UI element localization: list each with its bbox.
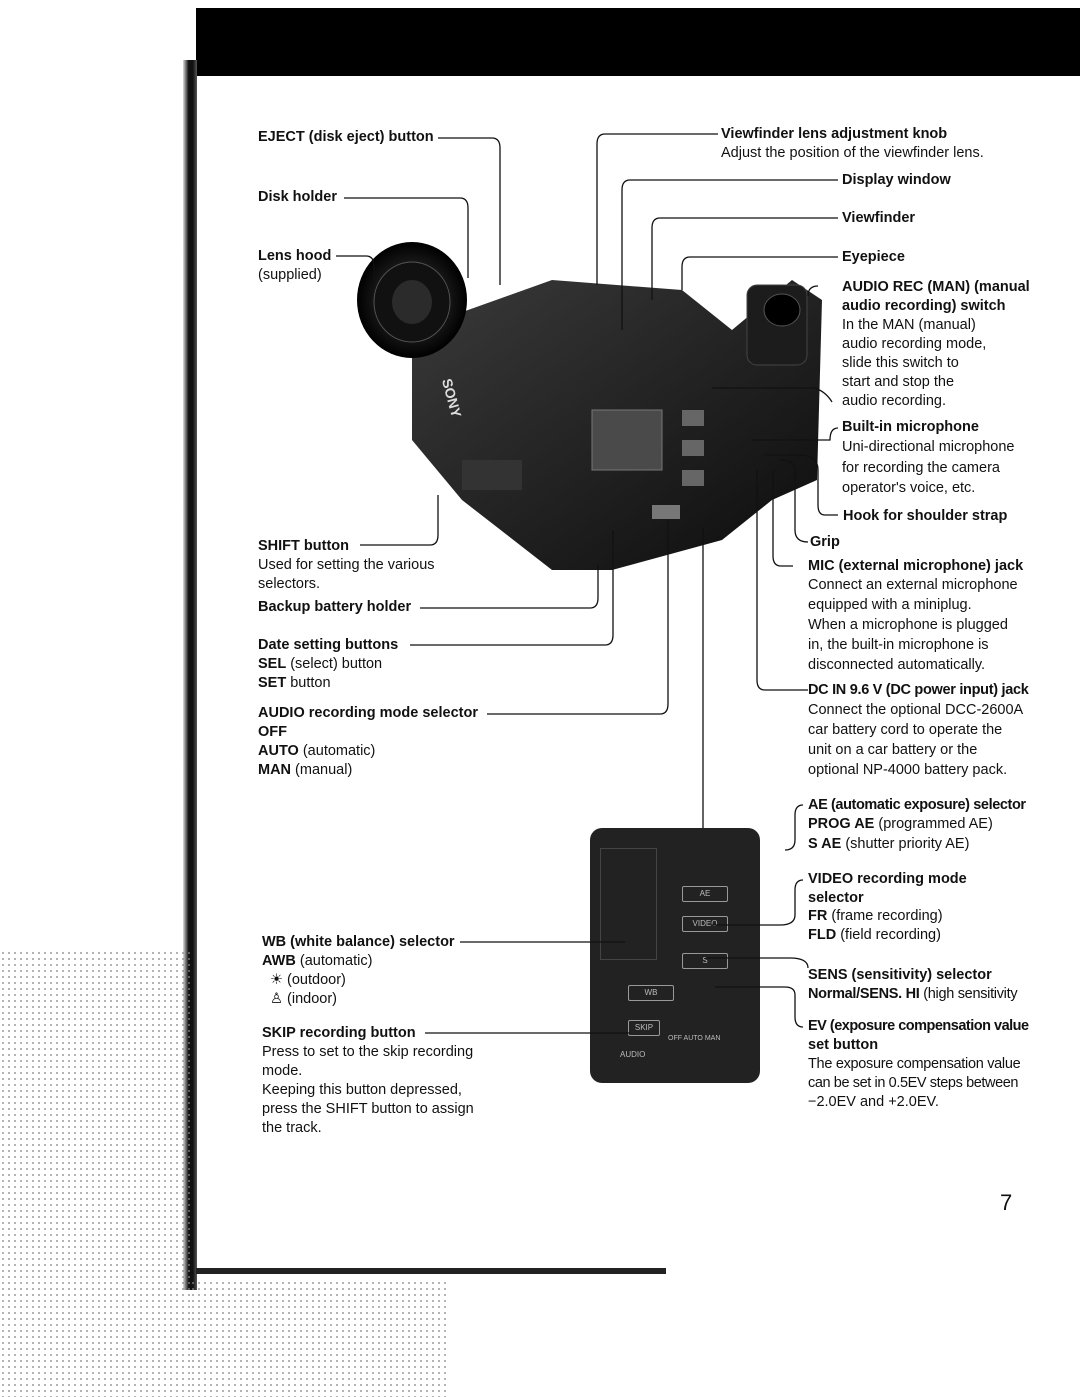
wb-item-outdoor: ☀ (outdoor) (270, 972, 346, 988)
ev-button-label-1: EV (exposure compensation value (808, 1018, 1029, 1034)
panel-video-button: VIDEO (682, 916, 728, 932)
date-item-sel: SEL (select) button (258, 656, 383, 672)
audio-item-man: MAN (manual) (258, 762, 353, 778)
control-panel-photo: AE VIDEO S WB SKIP OFF AUTO MAN AUDIO (590, 828, 760, 1083)
audio-item-off: OFF (258, 724, 287, 740)
builtin-mic-label: Built-in microphone (842, 419, 979, 435)
audio-rec-label-2: audio recording) switch (842, 298, 1006, 314)
ev-desc-1: The exposure compensation value (808, 1056, 1021, 1072)
shift-desc-2: selectors. (258, 576, 321, 592)
panel-audio-label: AUDIO (620, 1050, 646, 1059)
hook-label: Hook for shoulder strap (843, 508, 1008, 524)
dc-in-desc-2: car battery cord to operate the (808, 722, 1003, 738)
ev-desc-2: can be set in 0.5EV steps between (808, 1075, 1019, 1091)
mic-jack-label: MIC (external microphone) jack (808, 558, 1024, 574)
wb-item-indoor: ♙ (indoor) (270, 991, 337, 1007)
lens-hood-label: Lens hood (258, 248, 332, 264)
sens-selector-label: SENS (sensitivity) selector (808, 967, 992, 983)
ev-desc-3: −2.0EV and +2.0EV. (808, 1094, 939, 1110)
skip-desc-5: the track. (262, 1120, 322, 1136)
ev-button-label-2: set button (808, 1037, 879, 1053)
shift-button-label: SHIFT button (258, 538, 350, 554)
camera-photo: SONY (352, 240, 822, 585)
video-item-fld: FLD (field recording) (808, 927, 941, 943)
skip-desc-4: press the SHIFT button to assign (262, 1101, 474, 1117)
viewfinder-label: Viewfinder (842, 210, 916, 226)
panel-s-button: S (682, 953, 728, 969)
wb-selector-label: WB (white balance) selector (262, 934, 455, 950)
ae-item-s: S AE (shutter priority AE) (808, 836, 970, 852)
mic-jack-desc-4: in, the built-in microphone is (808, 637, 989, 653)
panel-display (600, 848, 657, 960)
builtin-mic-desc-3: operator's voice, etc. (842, 480, 976, 496)
mic-jack-desc-5: disconnected automatically. (808, 657, 986, 673)
audio-rec-desc-5: audio recording. (842, 393, 946, 409)
date-buttons-label: Date setting buttons (258, 637, 399, 653)
skip-desc-2: mode. (262, 1063, 303, 1079)
sun-icon: ☀ (270, 972, 283, 988)
video-item-fr: FR (frame recording) (808, 908, 943, 924)
mic-jack-desc-1: Connect an external microphone (808, 577, 1018, 593)
eyepiece-label: Eyepiece (842, 249, 905, 265)
date-item-set: SET button (258, 675, 331, 691)
shift-desc-1: Used for setting the various (258, 557, 435, 573)
lamp-icon: ♙ (270, 991, 283, 1007)
skip-desc-1: Press to set to the skip recording (262, 1044, 474, 1060)
dc-in-label: DC IN 9.6 V (DC power input) jack (808, 682, 1029, 698)
ae-item-prog: PROG AE (programmed AE) (808, 816, 993, 832)
audio-rec-desc-4: start and stop the (842, 374, 955, 390)
video-mode-label-2: selector (808, 890, 864, 906)
disk-holder-label: Disk holder (258, 189, 337, 205)
dc-in-desc-4: optional NP-4000 battery pack. (808, 762, 1008, 778)
header-bar (196, 8, 1080, 76)
viewfinder-knob-desc: Adjust the position of the viewfinder le… (721, 145, 984, 161)
audio-mode-selector-label: AUDIO recording mode selector (258, 705, 478, 721)
audio-item-auto: AUTO (automatic) (258, 743, 376, 759)
builtin-mic-desc-2: for recording the camera (842, 460, 1000, 476)
grip-label: Grip (810, 534, 840, 550)
eject-button-label: EJECT (disk eject) button (258, 129, 434, 145)
backup-battery-label: Backup battery holder (258, 599, 412, 615)
audio-rec-desc-3: slide this switch to (842, 355, 959, 371)
dc-in-desc-3: unit on a car battery or the (808, 742, 978, 758)
viewfinder-knob-label: Viewfinder lens adjustment knob (721, 126, 948, 142)
sens-item: Normal/SENS. HI (high sensitivity (808, 986, 1018, 1002)
skip-desc-3: Keeping this button depressed, (262, 1082, 462, 1098)
video-mode-label-1: VIDEO recording mode (808, 871, 967, 887)
scan-speckle (0, 950, 190, 1397)
panel-modes: OFF AUTO MAN (668, 1035, 721, 1042)
page-number: 7 (1000, 1190, 1013, 1215)
scan-speckle (190, 1280, 450, 1397)
panel-skip-button: SKIP (628, 1020, 660, 1036)
bottom-rule (196, 1268, 666, 1274)
builtin-mic-desc-1: Uni-directional microphone (842, 439, 1015, 455)
display-window-label: Display window (842, 172, 951, 188)
mic-jack-desc-2: equipped with a miniplug. (808, 597, 972, 613)
panel-wb-button: WB (628, 985, 674, 1001)
panel-ae-button: AE (682, 886, 728, 902)
lens-hood-note: (supplied) (258, 267, 322, 283)
ae-selector-label: AE (automatic exposure) selector (808, 797, 1026, 813)
wb-item-awb: AWB (automatic) (262, 953, 373, 969)
audio-rec-desc-1: In the MAN (manual) (842, 317, 976, 333)
dc-in-desc-1: Connect the optional DCC-2600A (808, 702, 1024, 718)
audio-rec-label-1: AUDIO REC (MAN) (manual (842, 279, 1030, 295)
audio-rec-desc-2: audio recording mode, (842, 336, 987, 352)
mic-jack-desc-3: When a microphone is plugged (808, 617, 1008, 633)
skip-button-label: SKIP recording button (262, 1025, 416, 1041)
